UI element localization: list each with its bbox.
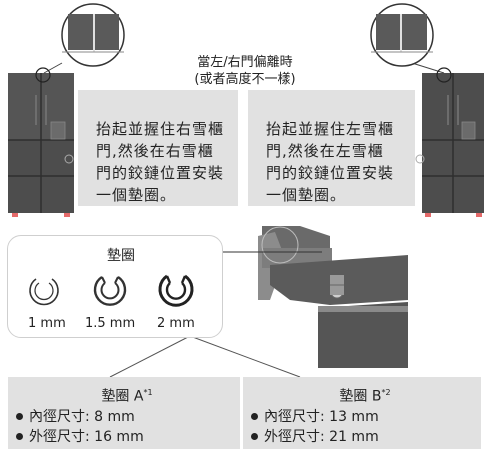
washer-b-inner-text: 內徑尺寸: 13 mm <box>264 408 379 425</box>
washer-size-2mm: 2 mm <box>157 316 195 331</box>
washer-size-1mm: 1 mm <box>28 316 66 331</box>
spec-a-pointer-line <box>109 335 191 378</box>
hinge-closeup <box>258 226 408 368</box>
washer-1mm-icon <box>29 278 59 306</box>
left-note-line-4: 一個墊圈。 <box>266 186 347 204</box>
washer-a-spec: 墊圈 A*1 內徑尺寸: 8 mm 外徑尺寸: 16 mm <box>8 377 240 449</box>
washer-a-title-text: 墊圈 A <box>101 388 144 405</box>
washer-a-outer-text: 外徑尺寸: 16 mm <box>29 428 144 445</box>
bullet-icon <box>16 412 23 420</box>
left-refrigerator <box>8 3 125 217</box>
caption-line-1: 當左/右門偏離時 <box>197 55 293 70</box>
washer-title: 墊圈 <box>105 245 137 265</box>
caption-line-2: (或者高度不一樣) <box>194 72 296 87</box>
washer-b-outer-text: 外徑尺寸: 21 mm <box>264 428 379 445</box>
washer-a-footnote: *1 <box>143 388 153 397</box>
right-note-line-3: 門的鉸鏈位置安裝 <box>96 164 225 182</box>
washer-b-title: 墊圈 B*2 <box>249 383 481 407</box>
right-door-note: 抬起並握住右雪櫃 門,然後在右雪櫃 門的鉸鏈位置安裝 一個墊圈。 <box>78 90 238 206</box>
washer-b-spec: 墊圈 B*2 內徑尺寸: 13 mm 外徑尺寸: 21 mm <box>243 377 481 449</box>
spec-b-pointer-line <box>189 335 301 378</box>
left-note-line-1: 抬起並握住左雪櫃 <box>266 120 395 138</box>
misalignment-caption: 當左/右門偏離時 (或者高度不一樣) <box>150 54 340 88</box>
washer-b-footnote: *2 <box>381 388 391 397</box>
washer-1-5mm-icon <box>93 275 127 306</box>
bullet-icon <box>251 412 258 420</box>
left-note-line-3: 門的鉸鏈位置安裝 <box>266 164 395 182</box>
washer-b-outer: 外徑尺寸: 21 mm <box>249 427 481 447</box>
right-note-line-1: 抬起並握住右雪櫃 <box>96 120 225 138</box>
washer-size-1-5mm: 1.5 mm <box>85 316 136 331</box>
left-note-line-2: 門,然後在左雪櫃 <box>266 142 384 160</box>
washer-a-inner-text: 內徑尺寸: 8 mm <box>29 408 135 425</box>
washer-2mm-icon <box>158 274 194 307</box>
washer-a-inner: 內徑尺寸: 8 mm <box>14 407 240 427</box>
bullet-icon <box>251 432 258 440</box>
left-door-note: 抬起並握住左雪櫃 門,然後在左雪櫃 門的鉸鏈位置安裝 一個墊圈。 <box>248 90 415 206</box>
washer-a-outer: 外徑尺寸: 16 mm <box>14 427 240 447</box>
bullet-icon <box>16 432 23 440</box>
washer-b-inner: 內徑尺寸: 13 mm <box>249 407 481 427</box>
right-note-line-4: 一個墊圈。 <box>96 186 177 204</box>
right-note-line-2: 門,然後在右雪櫃 <box>96 142 214 160</box>
washer-b-title-text: 墊圈 B <box>339 388 382 405</box>
right-refrigerator <box>370 3 484 217</box>
washer-a-title: 墊圈 A*1 <box>14 383 240 407</box>
